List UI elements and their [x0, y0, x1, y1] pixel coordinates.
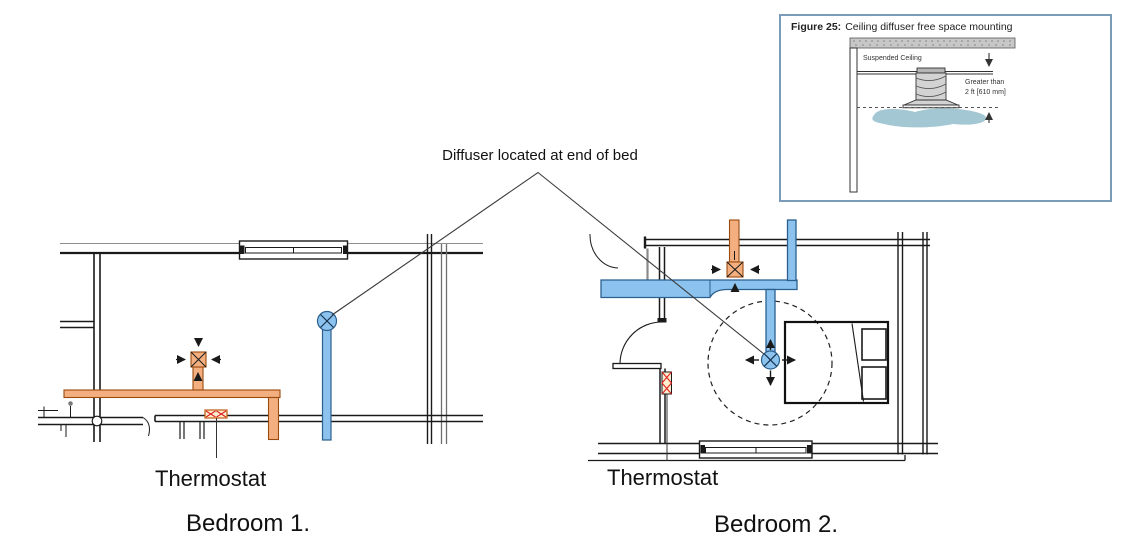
- bedroom1-title: Bedroom 1.: [186, 510, 311, 537]
- bedroom2-door-swing: [619, 321, 663, 365]
- annotation-leader-lines: [331, 171, 765, 355]
- bedroom1-plan: [38, 234, 483, 458]
- supply-duct-bedroom1: [316, 310, 338, 441]
- bedroom2-thermostat-label: Thermostat: [607, 465, 719, 490]
- blanket-fold-line: [851, 323, 865, 402]
- wall-section: [849, 47, 858, 193]
- window-bedroom1: [238, 240, 349, 260]
- thermostat-symbol-bedroom2: [661, 371, 672, 461]
- air-pattern: [872, 108, 987, 128]
- return-duct-bedroom1: [63, 338, 281, 441]
- register-airflow-arrows: [711, 265, 760, 292]
- inset-title-text: Ceiling diffuser free space mounting: [845, 21, 1013, 33]
- clearance-note-line2: 2 ft [610 mm]: [965, 88, 1006, 96]
- return-register-symbol-bedroom1: [190, 351, 207, 368]
- concrete-slab: [849, 37, 1016, 49]
- inset-drawing: [849, 37, 1016, 193]
- diffuser-annotation: Diffuser located at end of bed: [442, 147, 638, 164]
- bedroom2-title: Bedroom 2.: [714, 511, 839, 538]
- window-bedroom2: [698, 440, 813, 459]
- supply-duct-bedroom2: [600, 219, 798, 353]
- bedroom2-plan: [588, 219, 938, 462]
- register-airflow-arrows: [176, 338, 221, 381]
- hallway-door-swing: [589, 233, 619, 269]
- diffuser-throw-arrows: [745, 339, 796, 386]
- clearance-note-line1: Greater than: [965, 79, 1005, 86]
- return-register-symbol-bedroom2: [726, 261, 744, 278]
- bed: [783, 320, 890, 405]
- thermostat-symbol-bedroom1: [204, 409, 228, 458]
- pillow: [861, 328, 887, 361]
- clearance-note: Greater than 2 ft [610 mm]: [965, 78, 1006, 97]
- bedroom2-door-leaf: [612, 362, 662, 370]
- inset-title-figure-number: Figure 25:: [791, 21, 842, 33]
- diffuser-section: [902, 67, 960, 109]
- inset-figure-25: Figure 25:Ceiling diffuser free space mo…: [779, 14, 1112, 202]
- bedroom1-plumbing-fixture: [38, 401, 150, 437]
- inset-title: Figure 25:Ceiling diffuser free space mo…: [791, 21, 1013, 33]
- bedroom1-thermostat-label: Thermostat: [155, 466, 267, 491]
- return-duct-bedroom2: [711, 219, 760, 292]
- ceiling-diffuser-symbol-bedroom1: [316, 310, 338, 332]
- ceiling-diffuser-symbol-bedroom2: [745, 339, 796, 386]
- suspended-ceiling-label: Suspended Ceiling: [863, 55, 922, 62]
- pillow: [861, 366, 887, 400]
